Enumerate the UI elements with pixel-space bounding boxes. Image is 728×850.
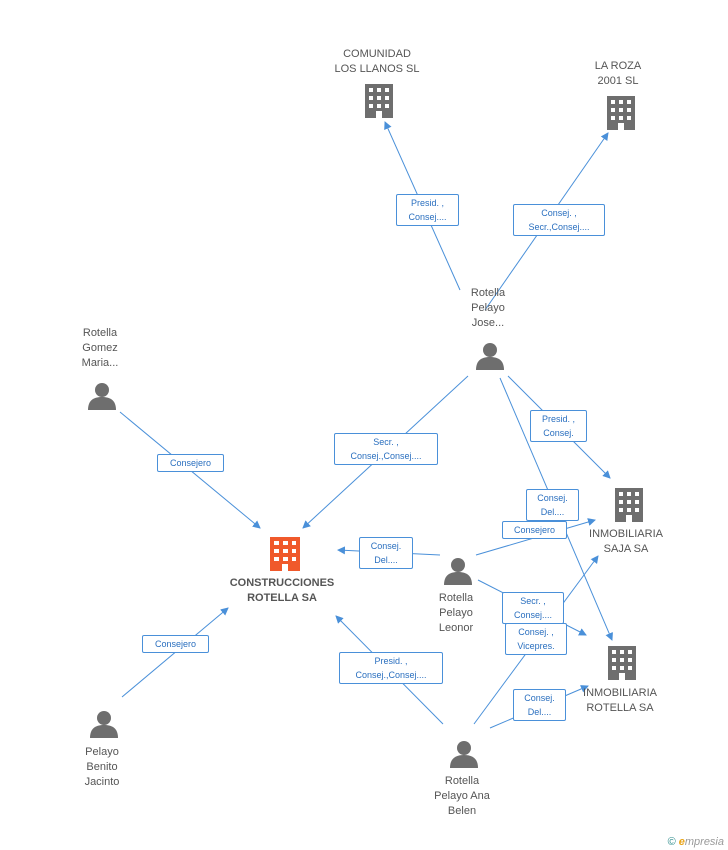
node-main-label[interactable]: CONSTRUCCIONES ROTELLA SA bbox=[229, 577, 335, 604]
building-icon bbox=[615, 488, 643, 522]
brand-letter: e bbox=[678, 836, 685, 848]
node-comunidad-label[interactable]: COMUNIDAD LOS LLANOS SL bbox=[334, 48, 420, 75]
relation-rpl-saja[interactable]: Consejero bbox=[502, 521, 567, 539]
person-icon bbox=[476, 343, 504, 370]
node-rpj-label[interactable]: Rotella Pelayo Jose... bbox=[470, 287, 506, 329]
empresia-watermark: © empresia bbox=[668, 836, 724, 848]
relation-rgm-main[interactable]: Consejero bbox=[157, 454, 224, 472]
node-rpa-label[interactable]: Rotella Pelayo Ana Belen bbox=[434, 775, 490, 817]
building-icon bbox=[608, 646, 636, 680]
relation-pbj-main[interactable]: Consejero bbox=[142, 635, 209, 653]
node-inmob-label[interactable]: INMOBILIARIA ROTELLA SA bbox=[583, 687, 657, 714]
relation-rpa-saja[interactable]: Consej. , Vicepres. bbox=[505, 623, 567, 655]
person-icon bbox=[90, 711, 118, 738]
node-rgm-label[interactable]: Rotella Gomez Maria... bbox=[81, 327, 119, 369]
node-laroza-label[interactable]: LA ROZA 2001 SL bbox=[594, 60, 642, 87]
building-icon bbox=[607, 96, 635, 130]
main-building-icon bbox=[270, 537, 300, 571]
relation-rpl-inmob[interactable]: Secr. , Consej.... bbox=[502, 592, 564, 624]
person-icon bbox=[444, 558, 472, 585]
brand-name: mpresia bbox=[684, 836, 724, 848]
building-icon bbox=[365, 84, 393, 118]
person-icon bbox=[450, 741, 478, 768]
relation-rpj-comunidad[interactable]: Presid. , Consej.... bbox=[396, 194, 459, 226]
relation-rpj-laroza[interactable]: Consej. , Secr.,Consej.... bbox=[513, 204, 605, 236]
node-pbj-label[interactable]: Pelayo Benito Jacinto bbox=[84, 746, 120, 788]
relation-rpj-inmob[interactable]: Consej. Del.... bbox=[526, 489, 579, 521]
node-rpl-label[interactable]: Rotella Pelayo Leonor bbox=[438, 592, 474, 634]
copyright-symbol: © bbox=[667, 836, 676, 848]
relation-rpa-inmob[interactable]: Consej. Del.... bbox=[513, 689, 566, 721]
node-saja-label[interactable]: INMOBILIARIA SAJA SA bbox=[589, 528, 663, 555]
relation-rpj-main[interactable]: Secr. , Consej.,Consej.... bbox=[334, 433, 438, 465]
relation-rpa-main[interactable]: Presid. , Consej.,Consej.... bbox=[339, 652, 443, 684]
relation-rpl-main[interactable]: Consej. Del.... bbox=[359, 537, 413, 569]
person-icon bbox=[88, 383, 116, 410]
relation-rpj-saja[interactable]: Presid. , Consej. bbox=[530, 410, 587, 442]
